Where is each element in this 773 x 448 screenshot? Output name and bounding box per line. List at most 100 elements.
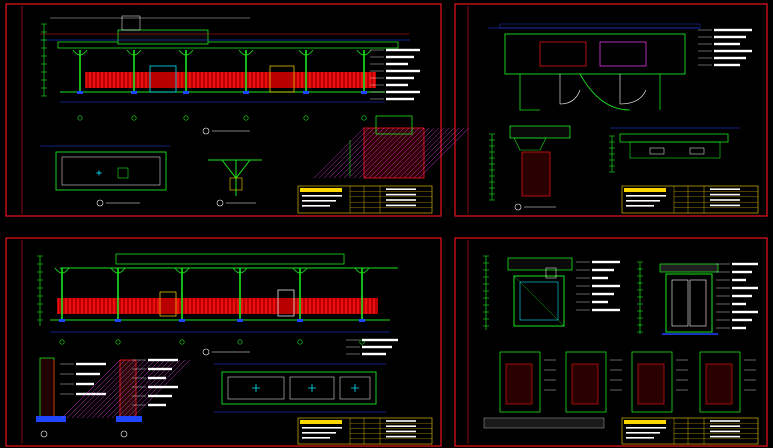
roof-plan: [214, 363, 386, 413]
label-text: [148, 403, 166, 407]
window-infill: [571, 363, 599, 405]
label-text: [592, 260, 620, 264]
window-infill: [705, 363, 733, 405]
fence-bars: [85, 72, 375, 88]
hatch-line: [343, 127, 395, 179]
label-text: [714, 56, 746, 60]
title-block-text: [710, 435, 740, 438]
title-block-text: [626, 195, 666, 197]
gate-door: [149, 65, 177, 93]
title-block-text: [626, 200, 660, 202]
label-text: [592, 300, 608, 304]
label-text: [386, 90, 420, 94]
hatch-line: [393, 127, 445, 179]
plan-walls: [519, 73, 661, 111]
plan-cross-mark: [351, 384, 359, 392]
label-text: [732, 278, 746, 282]
section-detail-box: [545, 267, 557, 279]
column-base: [115, 319, 121, 322]
title-block-text: [626, 427, 666, 429]
end-elevation: [609, 127, 740, 173]
column-capital: [178, 49, 194, 56]
label-text: [386, 48, 420, 52]
title-block-grid: [624, 418, 758, 444]
label-text: [362, 352, 386, 356]
vertical-dimension: [37, 255, 43, 326]
column-base: [59, 319, 65, 322]
grid-marker: [361, 115, 367, 121]
window-detail-row: [499, 351, 756, 413]
window-infill: [637, 363, 665, 405]
side-section: [489, 125, 571, 211]
title-block-text: [386, 204, 416, 207]
wall-section-a: [36, 357, 106, 438]
view-callout: [120, 430, 128, 438]
hatch-line: [328, 127, 380, 179]
annotation-labels: [370, 48, 420, 101]
view-callout: [202, 348, 210, 356]
grid-marker: [115, 339, 121, 345]
title-block-frame: [297, 417, 433, 445]
window-details: [483, 351, 756, 429]
hatch-line: [413, 127, 465, 179]
annotation-labels: [716, 262, 758, 330]
roof-eave: [115, 253, 345, 265]
sheet-frame: [5, 237, 442, 447]
vertical-dimension: [483, 255, 489, 330]
plan-bay-3: [339, 376, 371, 400]
annotation-labels: [576, 260, 620, 312]
title-block-text: [302, 205, 330, 207]
column-capital: [72, 49, 88, 56]
label-text: [732, 318, 752, 322]
sheet-frame: [454, 3, 768, 217]
label-text: [592, 292, 614, 296]
title-block-text: [710, 420, 740, 422]
column-base: [243, 91, 249, 94]
grid-markers: [59, 339, 365, 345]
label-text: [148, 385, 178, 389]
title-block-frame: [621, 417, 759, 445]
gatehouse-glass: [519, 281, 559, 321]
label-text: [714, 28, 752, 32]
title-block: [621, 185, 759, 214]
grid-marker: [179, 339, 185, 345]
view-callout: [96, 199, 104, 207]
grid-marker: [131, 115, 137, 121]
title-block-text: [386, 199, 416, 201]
wall-panel: [159, 291, 177, 317]
elevation-window: [649, 147, 665, 155]
door-leaf-left: [671, 279, 689, 327]
column-section: [313, 115, 470, 179]
rear-elevation: [37, 253, 398, 356]
hatch-line: [86, 359, 146, 419]
column-base: [361, 91, 367, 94]
label-text: [732, 302, 746, 306]
label-text: [732, 310, 758, 314]
paving-detail: [483, 417, 605, 429]
label-text: [76, 362, 106, 366]
title-block-text: [710, 425, 740, 427]
plan-bay: [227, 376, 285, 400]
hatch-line: [353, 127, 405, 179]
label-text: [76, 382, 94, 386]
gate-plan: [488, 23, 752, 111]
section-bracket: [513, 137, 547, 151]
label-text: [362, 338, 398, 342]
title-block-text: [710, 193, 740, 196]
label-text: [148, 358, 178, 362]
title-block-text: [626, 205, 654, 207]
hatch-line: [363, 127, 415, 179]
hatch-line: [398, 127, 450, 179]
gatehouse-section: [483, 255, 620, 330]
door-canopy: [659, 263, 719, 273]
sheet-frame: [454, 237, 768, 447]
column-capital: [110, 267, 126, 274]
grid-marker: [77, 115, 83, 121]
section-wall: [39, 357, 55, 419]
vertical-dimension: [41, 23, 47, 97]
window-frame: [499, 351, 541, 413]
annotation-labels: [132, 358, 178, 407]
label-text: [714, 35, 746, 39]
grid-marker: [59, 339, 65, 345]
label-text: [592, 268, 614, 272]
